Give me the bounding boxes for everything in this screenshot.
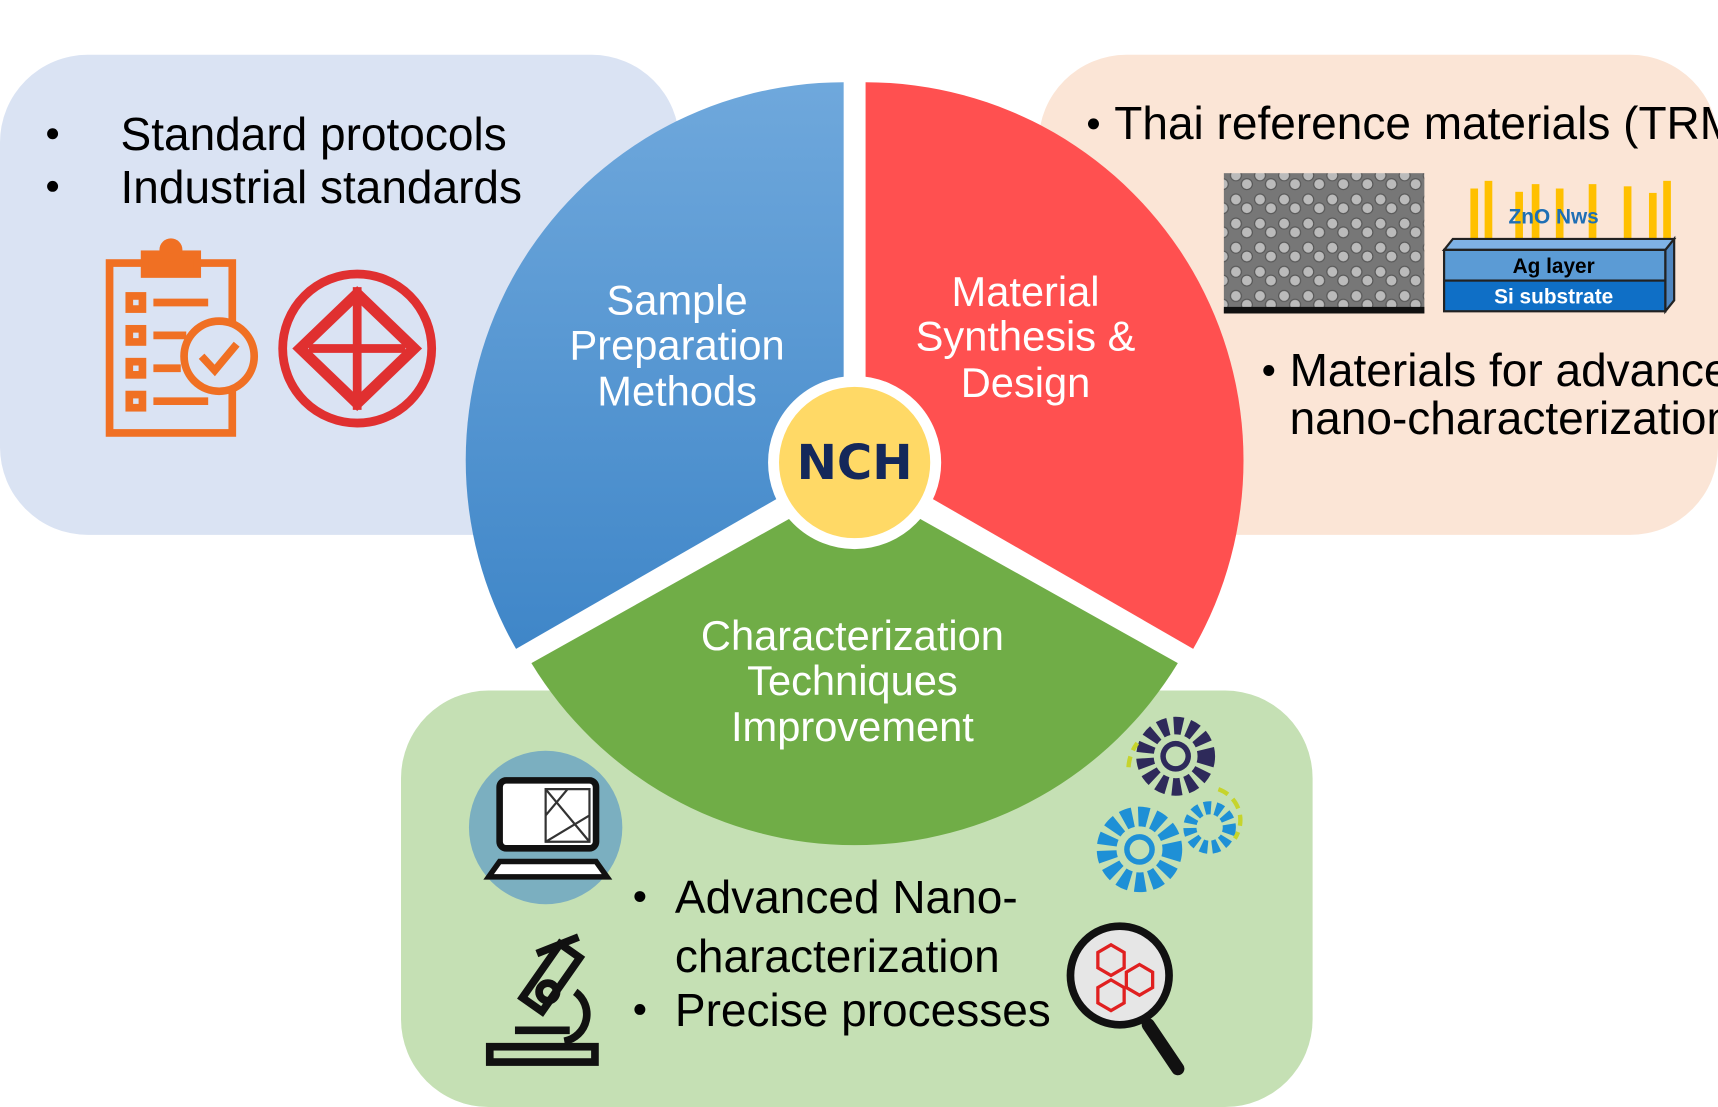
standards-bullets: Standard protocols Industrial standards <box>47 108 522 213</box>
bullet-precise-processes: Precise processes <box>675 984 1051 1036</box>
segment-label: Material <box>952 268 1100 315</box>
computer-simulation-icon <box>468 750 623 905</box>
segment-label: Preparation <box>570 321 785 368</box>
bullet-nano-characterization: nano-characterization <box>1290 392 1718 444</box>
segment-label: Techniques <box>747 657 958 704</box>
gears-icon <box>1096 716 1243 893</box>
bullet-standard-protocols: Standard protocols <box>121 108 507 160</box>
segment-label: Sample <box>607 277 748 324</box>
segment-label: Characterization <box>701 612 1004 659</box>
segment-characterization <box>531 482 1178 846</box>
nch-label: NCH <box>797 435 913 491</box>
standards-logo-icon <box>278 269 437 428</box>
zno-nanowire-diagram: ZnO Nws Ag layer Si substrate <box>1441 180 1677 315</box>
label-ag-layer: Ag layer <box>1513 255 1595 278</box>
segment-label: Synthesis & <box>916 313 1136 360</box>
clipboard-check-icon <box>105 238 259 437</box>
bullet-characterization-cont: characterization <box>675 930 1000 982</box>
bullet-thai-reference-materials: Thai reference materials (TRM) <box>1114 97 1718 149</box>
bullet-materials-advanced: Materials for advanced <box>1290 344 1718 396</box>
pie-diagram: NCH Sample Preparation Methods Material … <box>465 82 1244 846</box>
sem-image <box>1223 173 1425 314</box>
segment-label: Methods <box>597 368 757 415</box>
segment-label: Improvement <box>731 703 974 750</box>
label-zno-nws: ZnO Nws <box>1509 206 1599 229</box>
microscope-icon <box>485 933 599 1066</box>
bullet-industrial-standards: Industrial standards <box>121 161 523 213</box>
nch-center-circle <box>768 375 942 550</box>
magnifier-molecule-icon <box>1066 922 1185 1076</box>
segment-sample-preparation <box>465 82 844 649</box>
segment-material-synthesis <box>865 82 1244 649</box>
segment-label: Design <box>961 359 1091 406</box>
bullet-advanced-nano: Advanced Nano- <box>675 871 1018 923</box>
label-si-substrate: Si substrate <box>1494 286 1613 309</box>
